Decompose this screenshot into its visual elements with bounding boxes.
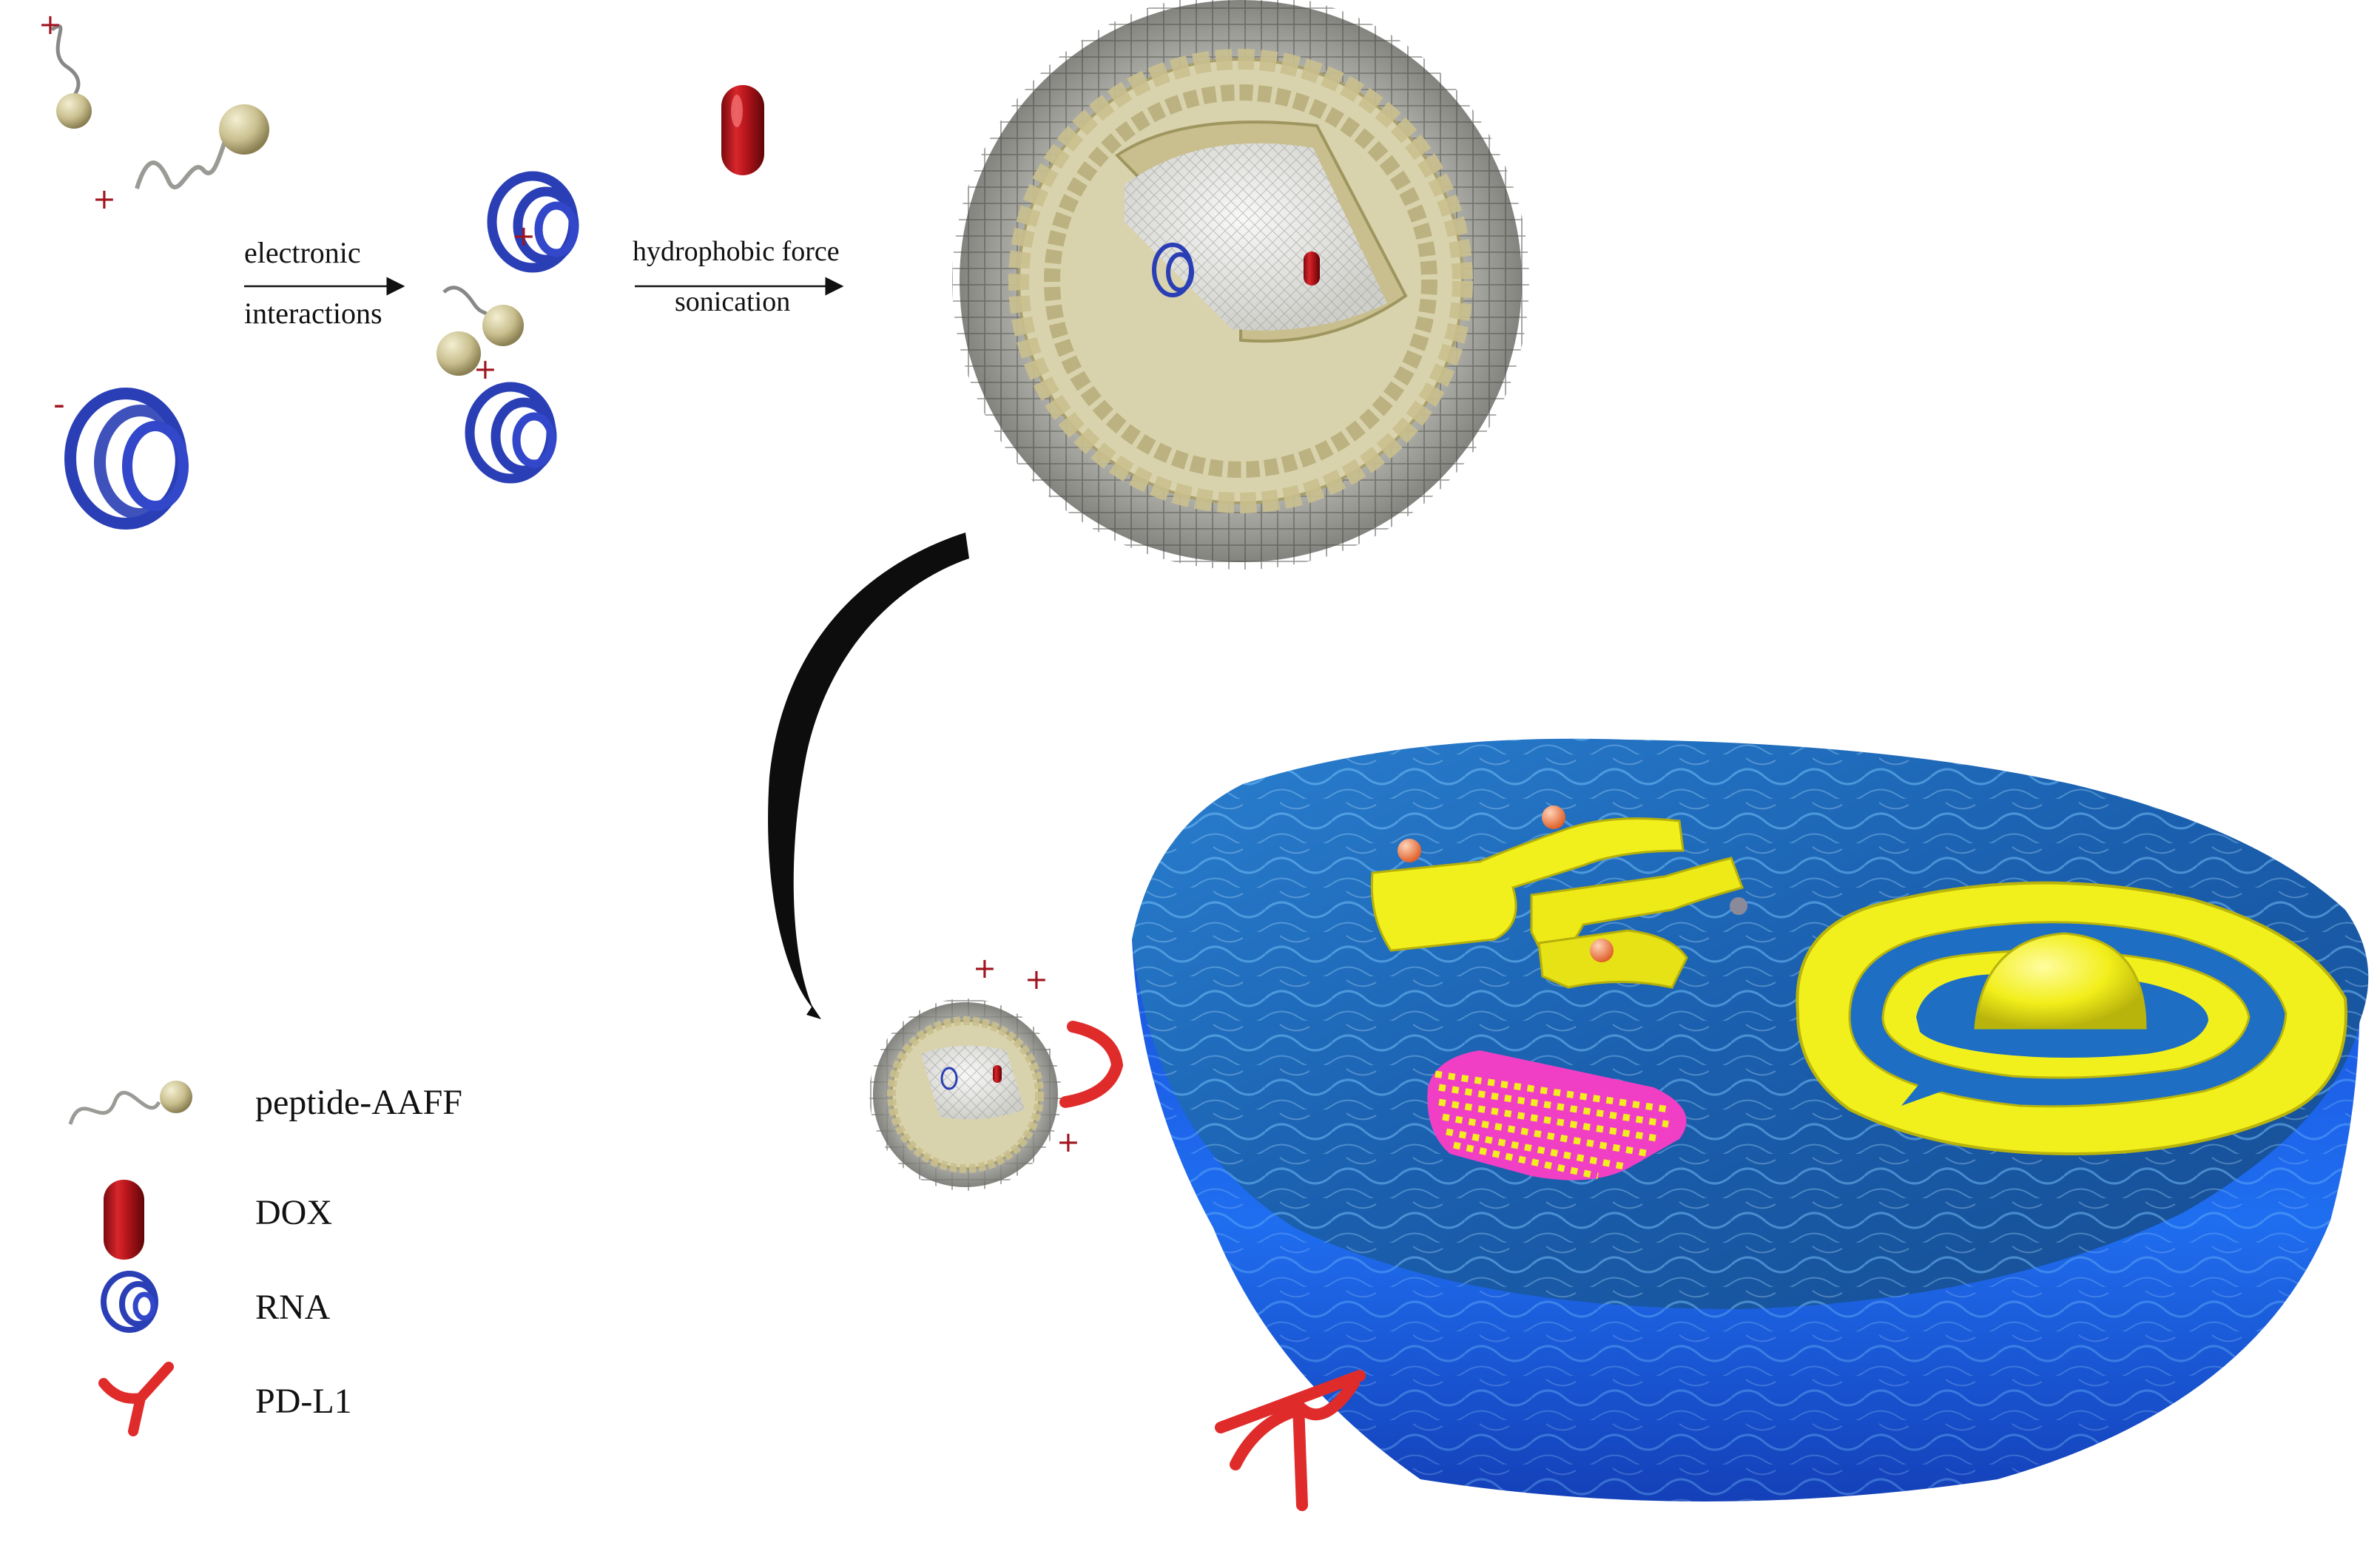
step2-label-line2: sonication (675, 286, 791, 317)
legend-peptide-icon (68, 1081, 192, 1125)
charge-plus: + (473, 353, 497, 385)
charge-plus: + (92, 183, 116, 215)
step1-label-line2: interactions (244, 297, 382, 330)
charge-plus: + (973, 952, 997, 984)
rna-large (64, 388, 189, 530)
rna-complex-top (487, 171, 579, 273)
legend-label-dox: DOX (255, 1193, 332, 1232)
dox-capsule (721, 85, 764, 175)
charge-plus: + (512, 220, 536, 252)
step2-label-line1: hydrophobic force (633, 236, 840, 267)
peptide-pair-middle (436, 286, 524, 376)
nanoparticle-small (869, 999, 1124, 1191)
peptide-top-middle (135, 104, 269, 189)
legend-dox-icon (104, 1180, 144, 1260)
pd-l1-on-cell (1215, 1370, 1366, 1511)
legend-label-pd-l1: PD-L1 (255, 1382, 352, 1421)
charge-minus: - (53, 385, 65, 423)
peptide-top-left (50, 24, 92, 129)
ribbed-organelle (1427, 1050, 1687, 1180)
charge-plus: + (1056, 1126, 1080, 1158)
transport-arrow (768, 533, 969, 1019)
rna-complex-bottom (465, 382, 557, 484)
legend-pd-l1-icon (98, 1362, 174, 1436)
cancer-cell (1132, 738, 2369, 1511)
step1-label-line1: electronic (244, 236, 361, 269)
legend-rna-icon (101, 1271, 158, 1333)
nucleus-organelle (1796, 881, 2347, 1156)
legend-label-peptide: peptide-AAFF (255, 1083, 462, 1122)
charge-plus: + (38, 8, 62, 41)
legend-label-rna: RNA (255, 1288, 331, 1327)
golgi-organelle (1370, 805, 1747, 989)
charge-plus: + (1025, 963, 1048, 996)
nanoparticle-large (952, 0, 1529, 570)
